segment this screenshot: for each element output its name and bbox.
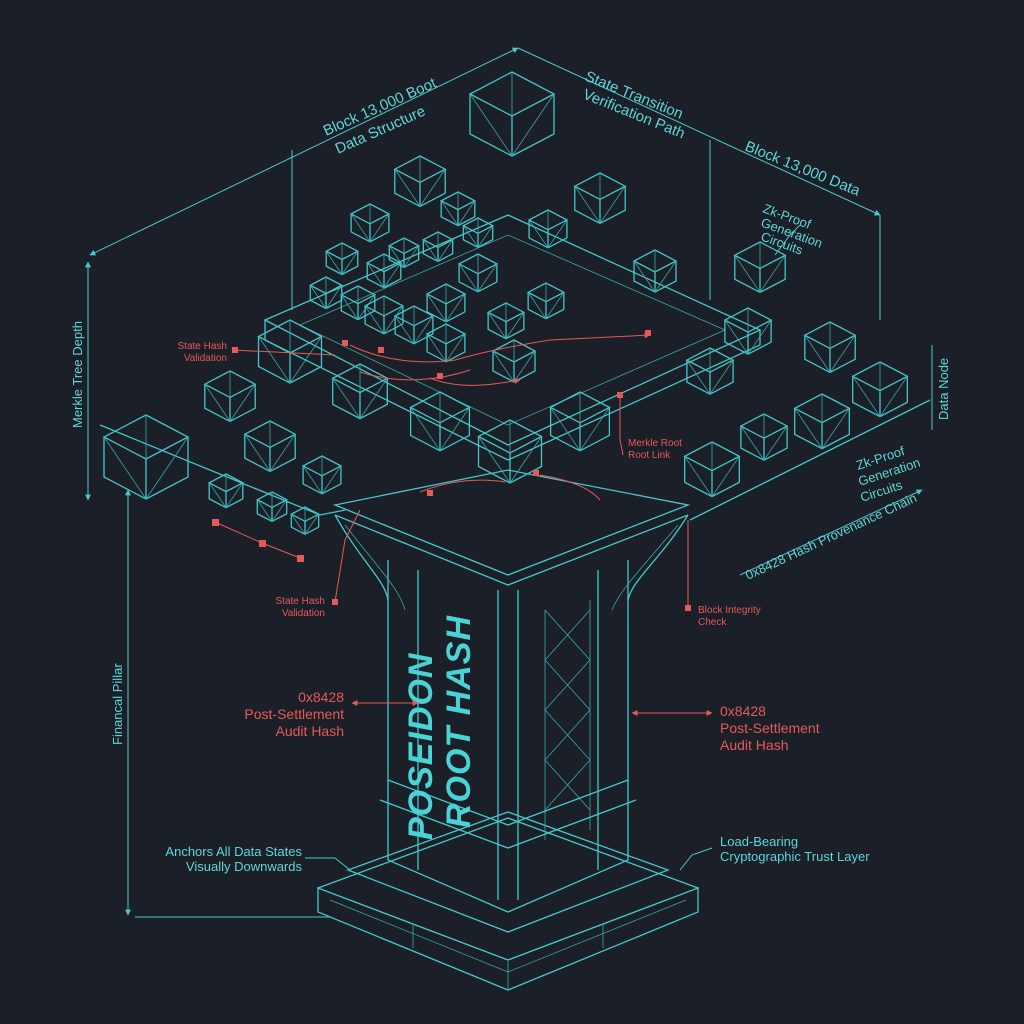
banner-line-2: ROOT HASH [440,615,478,828]
cube-diagonal [325,243,359,275]
cube-diagonal [350,204,390,243]
cube-diagonal [487,303,525,339]
cube-diagonal [422,232,454,262]
label-audit-right-2: Post-Settlement [720,720,820,736]
label-audit-left-1: 0x8428 [298,689,344,705]
label-merkle-root-2: Root Link [628,450,671,461]
cube-diagonal [804,322,856,373]
pillar-shaft [332,469,691,913]
cube-diagonal [469,72,555,157]
cube-diagonal [492,340,536,383]
cube-diagonal [426,284,466,323]
cube-diagonal [410,392,470,452]
cube-diagonal [244,421,296,472]
pillar-base [317,811,699,991]
label-state-hash-top-1: State Hash [178,341,227,352]
banner-line-1: POSEIDON [402,652,440,840]
cube-diagonal [633,250,677,293]
label-state-hash-low-2: Validation [282,608,325,619]
merkle-cubes [102,71,909,536]
cube-diagonal [426,324,466,363]
cube-diagonal [309,277,343,309]
label-load-bearing-2: Cryptographic Trust Layer [720,849,870,864]
red-connectors [212,330,713,716]
cube-diagonal [103,415,189,500]
cube-diagonal [204,371,256,422]
label-block-data: Block 13,000 Data [743,138,864,200]
cube-diagonal [794,394,850,449]
cube-diagonal [440,192,476,226]
cube-diagonal [208,474,244,508]
label-anchors-2: Visually Downwards [186,859,303,874]
cube-diagonal [388,238,420,268]
label-provenance: 0x8428 Hash Provenance Chain [743,490,919,583]
cube-diagonal [550,392,610,452]
label-financial-pillar: Financal Pillar [110,663,125,745]
cube-diagonal [527,283,565,319]
cube-diagonal [394,156,446,207]
label-audit-left-3: Audit Hash [276,723,344,739]
label-load-bearing-1: Load-Bearing [720,834,798,849]
label-merkle-root-1: Merkle Root [628,438,682,449]
label-data-node: Data Node [936,358,951,420]
cube-diagonal [852,362,908,417]
label-state-hash-low-1: State Hash [276,596,325,607]
dimension-lines [85,47,933,918]
cube-diagonal [462,218,494,248]
label-merkle-depth: Merkle Tree Depth [70,321,85,428]
cube-diagonal [332,364,388,419]
cube-diagonal [684,442,740,497]
label-block-integrity-2: Check [698,617,727,628]
cube-diagonal [724,308,772,355]
cube-diagonal [740,414,788,461]
cube-diagonal [256,492,288,522]
cube-diagonal [734,242,786,293]
cube-diagonal [364,296,404,335]
label-anchors-1: Anchors All Data States [165,844,302,859]
cube-diagonal [686,348,734,395]
cube-diagonal [366,254,402,288]
label-audit-right-3: Audit Hash [720,737,788,753]
red-labels: State Hash Validation Merkle Root Root L… [178,341,820,753]
cube-diagonal [291,507,319,535]
cube-diagonal [478,420,542,484]
label-state-hash-top-2: Validation [184,353,227,364]
cube-diagonal [458,254,498,293]
label-block-integrity-1: Block Integrity [698,605,761,616]
cube-diagonal [258,320,322,384]
cube-diagonal [574,173,626,224]
label-audit-left-2: Post-Settlement [244,706,344,722]
cube-diagonal [302,456,342,495]
label-audit-right-1: 0x8428 [720,703,766,719]
pillar-banner: POSEIDON ROOT HASH [402,615,478,840]
cube-diagonal [394,306,434,345]
cube-diagonal [528,210,568,249]
